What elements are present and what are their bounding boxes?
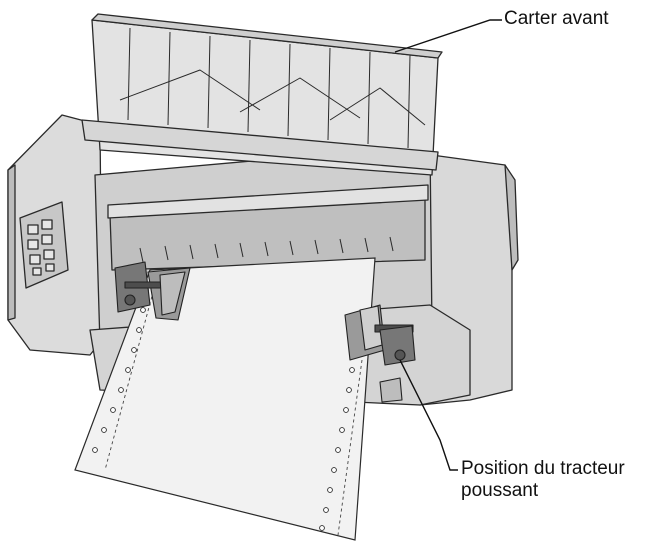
- right-housing-side: [504, 164, 519, 271]
- paper-sheet: [74, 257, 376, 541]
- tractor-left-icon: [114, 261, 191, 321]
- leader-front-cover: [394, 19, 502, 53]
- guide-ribs: [139, 236, 394, 263]
- cover-lower-lip: [81, 119, 439, 171]
- front-cover: [81, 13, 443, 176]
- control-panel-icon: [19, 201, 69, 289]
- continuous-paper: [74, 257, 376, 541]
- push-tractor-label-line1: Position du tracteur: [461, 458, 625, 479]
- left-housing-shade: [7, 164, 16, 321]
- leader-lines: [394, 19, 502, 471]
- cover-edge: [91, 13, 443, 59]
- platen-bar: [107, 184, 429, 219]
- push-tractor-label-line2: poussant: [461, 480, 539, 501]
- front-cover-label: Carter avant: [504, 8, 609, 29]
- push-tractor-label: Position du tracteur poussant: [461, 458, 625, 502]
- leader-push-tractor: [399, 359, 458, 471]
- tractor-right-icon: [344, 304, 416, 403]
